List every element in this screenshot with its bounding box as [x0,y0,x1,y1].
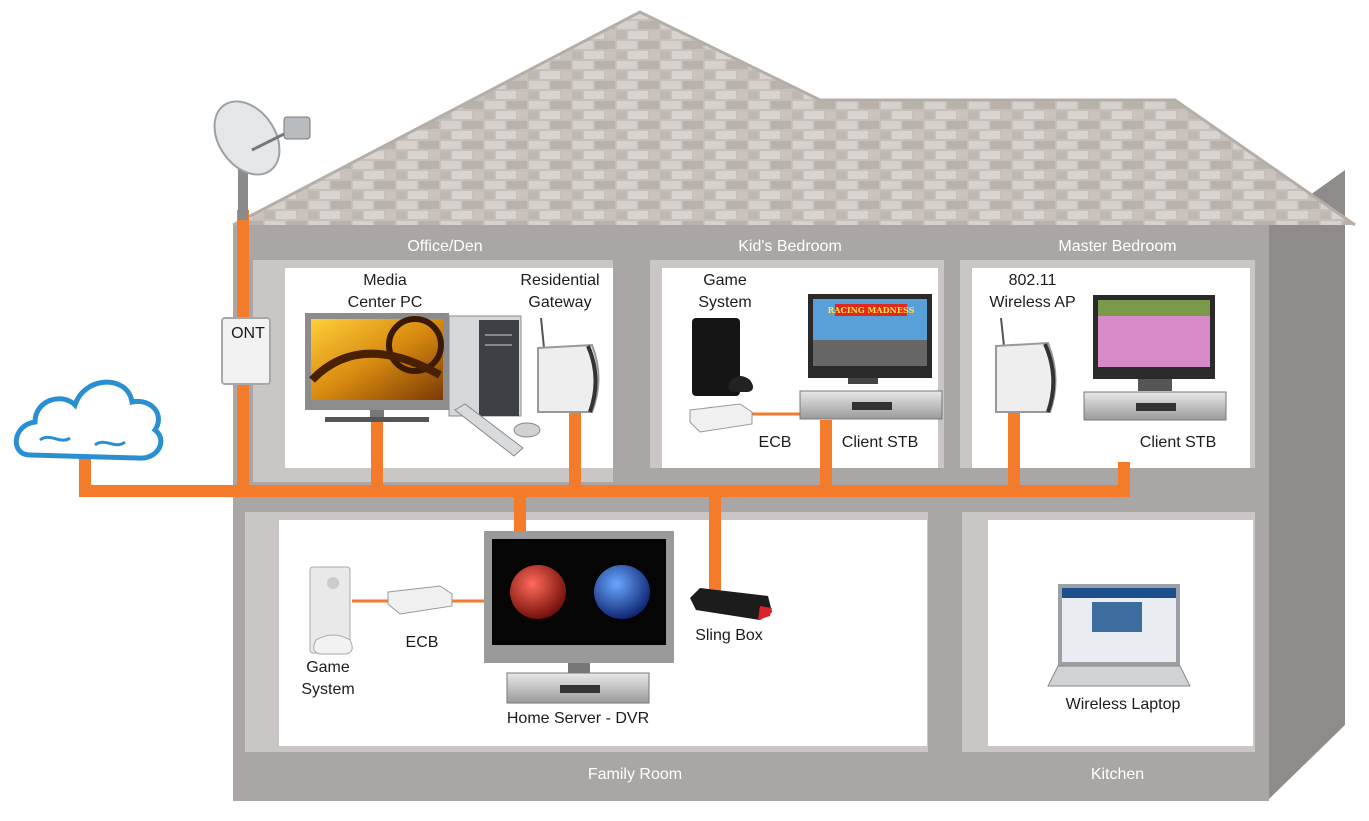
media-pc-label: Media Center PC [340,270,430,314]
kids-ecb-label: ECB [758,434,792,451]
media-pc-label-line1: Media [363,272,407,289]
mouse-icon [513,422,541,438]
room-label-kitchen: Kitchen [1090,766,1145,783]
kids-game-label: Game System [690,270,760,314]
sling-box-icon [690,588,772,620]
gateway-label-line1: Residential [520,272,600,289]
sling-label: Sling Box [695,627,763,644]
ap-label: 802.11 Wireless AP [980,270,1085,314]
media-pc-label-line2: Center PC [347,294,423,311]
kids-stb-label: Client STB [841,434,919,451]
pc-tower-icon [448,315,522,417]
room-label-master: Master Bedroom [1058,238,1177,255]
family-game-label-line2: System [301,681,355,698]
ecb-adapter-icon [387,585,453,615]
ont-label: ONT [231,325,265,342]
set-top-box-icon [799,390,943,420]
home-server-label: Home Server - DVR [506,710,650,727]
family-game-label: Game System [293,657,363,701]
kids-game-label-line1: Game [703,272,747,289]
gateway-label-line2: Gateway [528,294,592,311]
gateway-label: Residential Gateway [510,270,610,314]
ont-box-icon [221,317,271,385]
monitor-icon [1093,295,1215,391]
roof [233,12,1355,225]
family-game-label-line1: Game [306,659,350,676]
monitor-icon: RACING MADNESS [808,294,932,384]
laptop-label: Wireless Laptop [1065,696,1181,713]
room-label-family: Family Room [587,766,683,783]
set-top-box-icon [506,672,650,704]
set-top-box-icon [1083,391,1227,421]
remote-control-icon [454,403,524,457]
kids-game-label-line2: System [698,294,752,311]
satellite-dish-icon [213,100,311,220]
room-label-office: Office/Den [407,238,483,255]
game-console-icon [692,318,754,396]
router-icon [995,317,1057,413]
cloud-icon [13,379,164,461]
house-side-wall [1268,170,1345,800]
monitor-icon [305,313,449,422]
monitor-icon [484,531,674,673]
router-icon [537,317,600,413]
family-ecb-label: ECB [405,634,439,651]
ecb-adapter-icon [689,403,753,433]
laptop-icon [1047,584,1191,687]
game-console-icon [309,566,353,655]
room-label-kids: Kid's Bedroom [738,238,842,255]
master-stb-label: Client STB [1139,434,1217,451]
ap-label-line2: Wireless AP [989,294,1076,311]
racing-title: RACING MADNESS [828,305,915,315]
ap-label-line1: 802.11 [1008,272,1057,289]
